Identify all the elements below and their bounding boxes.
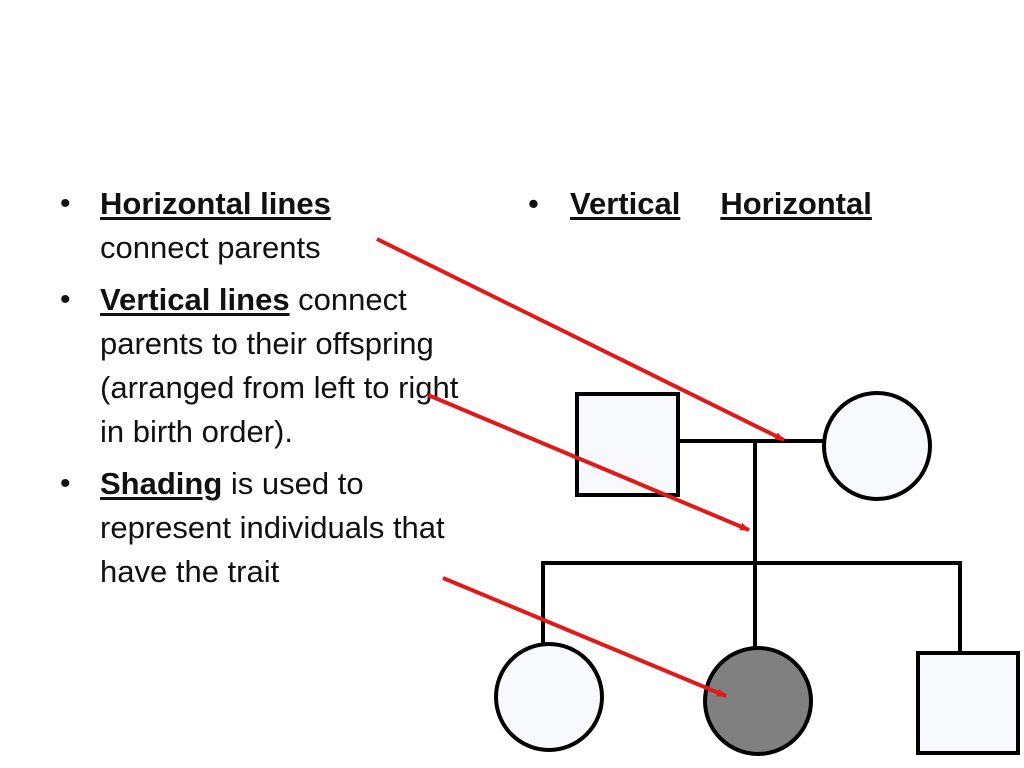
bullet-text: represent individuals that have the trai…	[100, 510, 445, 589]
child-3-square-symbol	[916, 651, 1020, 755]
bullet-glyph: •	[528, 186, 539, 221]
bullet-vertical-lines: • Vertical lines connect parents to thei…	[60, 278, 460, 454]
child-1-circle-symbol	[494, 642, 604, 752]
bullet-glyph: •	[60, 283, 71, 316]
arrow-shading	[442, 576, 727, 698]
term-vertical: Vertical	[570, 186, 681, 221]
arrow-vertical-lines	[427, 393, 750, 532]
bullet-term: Shading	[100, 466, 223, 501]
bullet-glyph: •	[60, 467, 71, 500]
bullet-glyph: •	[60, 187, 71, 220]
child-2-circle-shaded-symbol	[703, 646, 813, 756]
bullet-text: parents to their offspring (arranged fro…	[100, 326, 459, 449]
bullet-term: Horizontal lines	[100, 186, 331, 221]
right-bullet: • Vertical Horizontal	[528, 182, 872, 226]
bullet-term: Vertical lines	[100, 282, 290, 317]
bullet-text: is used to	[222, 466, 364, 501]
father-square-symbol	[575, 392, 680, 497]
bullet-text: connect parents	[100, 230, 321, 265]
bullet-shading: • Shading is used to represent individua…	[60, 462, 460, 594]
term-horizontal: Horizontal	[720, 186, 872, 221]
bullet-text: connect	[289, 282, 407, 317]
bullet-list: • Horizontal lines connect parents • Ver…	[60, 182, 460, 602]
mother-circle-symbol	[822, 391, 932, 501]
bullet-horizontal-lines: • Horizontal lines connect parents	[60, 182, 460, 270]
